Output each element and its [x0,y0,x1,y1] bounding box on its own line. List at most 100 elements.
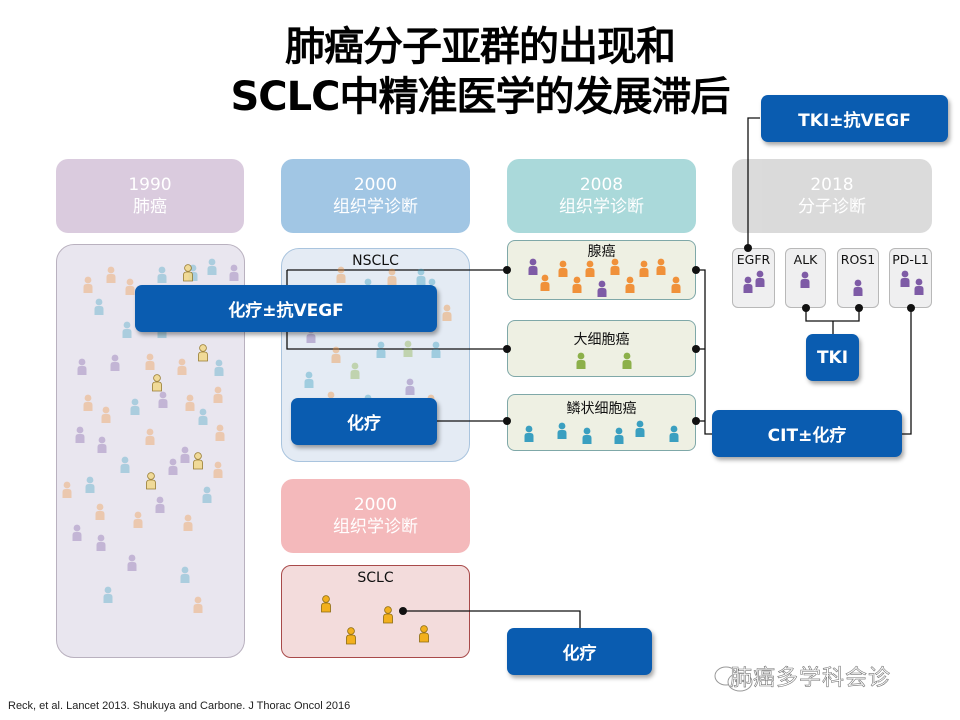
person-icon [383,606,393,624]
era-1990: 1990 肺癌 [56,159,244,233]
person-icon [582,427,592,444]
connector-line [696,269,712,435]
person-icon [96,534,106,551]
person-icon [576,352,586,369]
era-label: 组织学诊断 [333,517,418,537]
connector-dot [692,266,700,274]
title-line-1: 肺癌分子亚群的出现和 [285,24,676,70]
treatment-chemo-anti-vegf[interactable]: 化疗±抗VEGF [135,285,437,332]
person-icon [155,496,165,513]
person-icon [755,270,765,287]
person-icon [376,341,386,358]
person-icons-group [62,258,924,645]
marker-label: PD-L1 [892,252,929,267]
person-icon [85,476,95,493]
era-2000-sclc: 2000 组织学诊断 [281,479,470,553]
person-icon [853,279,863,296]
era-2000-nsclc: 2000 组织学诊断 [281,159,470,233]
marker-egfr: EGFR [732,248,775,308]
person-icon [95,503,105,520]
person-icon [346,627,356,645]
person-icon [180,446,190,463]
person-icon [442,304,452,321]
person-icon [572,276,582,293]
person-icon [213,386,223,403]
treatment-tki[interactable]: TKI [806,334,859,381]
person-icon [158,391,168,408]
histology-label: 鳞状细胞癌 [566,401,637,417]
treatment-chemo-sclc[interactable]: 化疗 [507,628,652,675]
person-icon [614,427,624,444]
title-line-2: SCLC中精准医学的发展滞后 [230,74,730,120]
treatment-chemo-nsclc[interactable]: 化疗 [291,398,437,445]
person-icon [635,420,645,437]
person-icon [743,276,753,293]
connector-dot [503,345,511,353]
connector-dot [692,417,700,425]
person-icon [62,481,72,498]
era-2018: 2018 分子诊断 [732,159,932,233]
person-icon [120,456,130,473]
treatment-cit-chemo[interactable]: CIT±化疗 [712,410,902,457]
person-icon [622,352,632,369]
person-icon [416,268,426,285]
person-icon [83,394,93,411]
person-icon [75,426,85,443]
person-icon [193,596,203,613]
marker-ros1: ROS1 [837,248,879,308]
person-icon [198,408,208,425]
person-icon [97,436,107,453]
person-icon [110,354,120,371]
person-icon [671,276,681,293]
histology-label: 腺癌 [587,244,616,260]
person-icon [656,258,666,275]
marker-label: ROS1 [840,252,876,267]
person-icon [610,258,620,275]
person-icon [133,511,143,528]
person-icon [130,398,140,415]
era-year: 2018 [810,175,854,195]
histology-large-cell: 大细胞癌 [507,320,696,377]
person-icon [193,452,203,470]
person-icon [207,258,217,275]
treatment-tki-anti-vegf[interactable]: TKI±抗VEGF [761,95,948,142]
era-year: 1990 [128,175,172,195]
person-icon [625,276,635,293]
person-icon [77,358,87,375]
connector-dot [692,345,700,353]
connector-dot [907,304,915,312]
person-icon [331,346,341,363]
era-2008: 2008 组织学诊断 [507,159,696,233]
person-icon [419,625,429,643]
marker-label: EGFR [736,252,771,267]
person-icon [168,458,178,475]
connector-dot [855,304,863,312]
person-icon [180,566,190,583]
person-icon [72,524,82,541]
connector-dot [802,304,810,312]
person-icon [183,514,193,531]
era-year: 2000 [353,495,398,515]
connector-line [805,308,860,322]
connector-line [403,610,581,628]
person-icon [431,341,441,358]
person-icon [94,298,104,315]
person-icon [557,422,567,439]
person-icon [183,264,193,282]
connector-dot [503,417,511,425]
person-icon [585,260,595,277]
person-icon [540,274,550,291]
person-icon [597,280,607,297]
person-icon [202,486,212,503]
marker-label: ALK [793,252,818,267]
person-icon [524,425,534,442]
sclc-label: SCLC [357,570,394,586]
person-icon [146,472,156,490]
era-year: 2000 [353,175,398,195]
connector-line [747,117,760,248]
person-icon [125,278,135,295]
era-year: 2008 [579,175,624,195]
person-icon [106,266,116,283]
connector-dot [503,266,511,274]
